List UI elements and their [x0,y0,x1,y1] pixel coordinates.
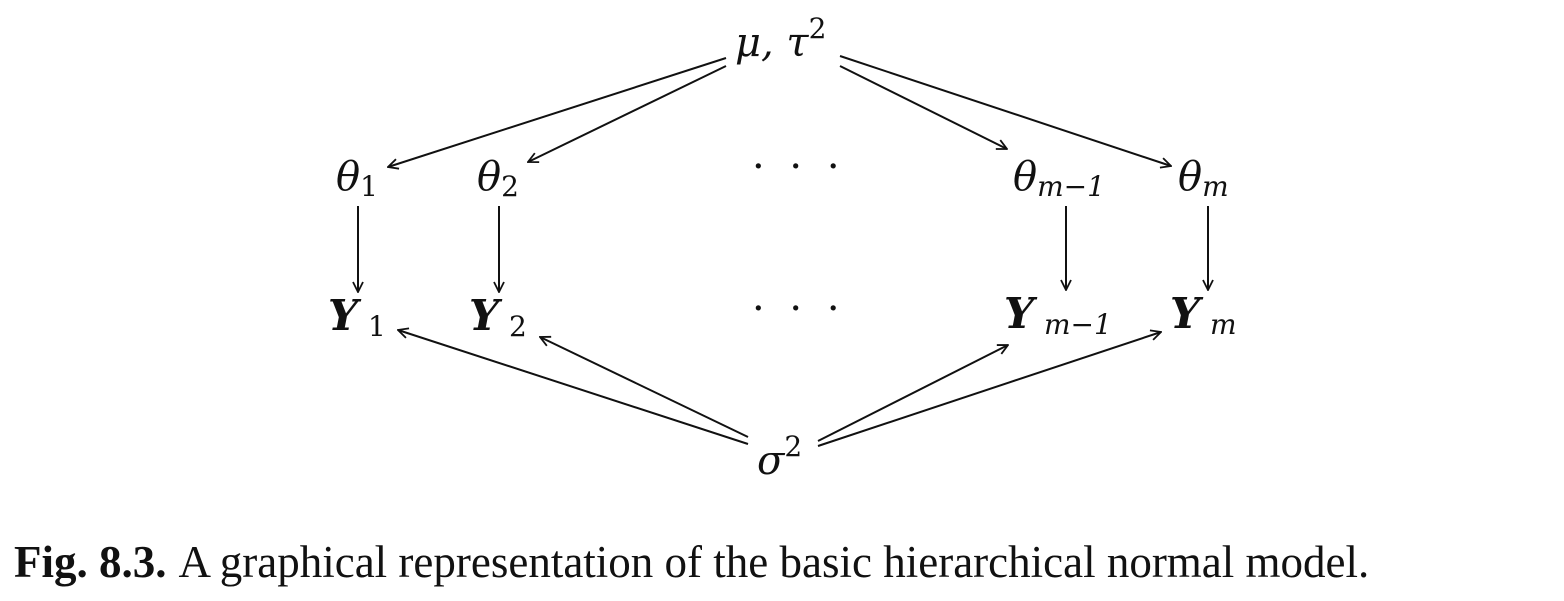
node-theta-2-subscript: 2 [501,170,519,203]
node-y-1-base: Y [328,291,362,340]
node-y-1-subscript: 1 [368,310,386,343]
node-sigma-squared: σ2 [757,430,802,484]
edge-mu-tau-to-theta-2 [528,65,727,162]
node-y-ellipsis: · · · [752,286,846,332]
node-theta-m-minus-1-subscript: m−1 [1037,170,1105,203]
node-y-2-subscript: 2 [509,310,527,343]
node-theta-ellipsis: · · · [752,144,846,190]
node-theta-1-base: θ [336,154,360,200]
node-theta-m-base: θ [1178,154,1202,200]
edge-sigma-to-y-m [817,332,1161,447]
edge-sigma-to-y-1 [398,330,749,445]
edge-mu-tau-to-theta-m-minus-1 [839,65,1007,149]
edge-sigma-to-y-m-minus-1 [817,345,1008,442]
node-mu-tau-squared: μ, τ2 [735,12,826,66]
edge-mu-tau-to-theta-1 [388,57,727,167]
node-theta-1: θ1 [336,154,378,203]
node-y-m-minus-1-base: Y [1004,289,1038,338]
node-sigma-superscript: 2 [784,430,802,463]
node-theta-m: θm [1178,154,1229,203]
node-y-m-base: Y [1170,289,1204,338]
node-mu-tau-superscript: 2 [809,12,827,45]
node-theta-m-subscript: m [1202,170,1229,203]
figure-caption: Fig. 8.3.A graphical representation of t… [14,536,1369,588]
figure-caption-label: Fig. 8.3. [14,537,167,587]
node-theta-2-base: θ [477,154,501,200]
figure-caption-text: A graphical representation of the basic … [178,537,1370,587]
node-sigma-base: σ [757,438,786,484]
edge-sigma-to-y-2 [540,337,749,438]
node-theta-m-minus-1-base: θ [1013,154,1037,200]
node-theta-1-subscript: 1 [360,170,378,203]
node-theta-m-minus-1: θm−1 [1013,154,1105,203]
node-theta-2: θ2 [477,154,519,203]
node-y-m-minus-1-subscript: m−1 [1044,308,1112,341]
node-mu-tau-base: μ, τ [735,20,809,66]
node-y-2-base: Y [469,291,503,340]
node-y-m-subscript: m [1210,308,1237,341]
edge-mu-tau-to-theta-m [839,55,1171,166]
